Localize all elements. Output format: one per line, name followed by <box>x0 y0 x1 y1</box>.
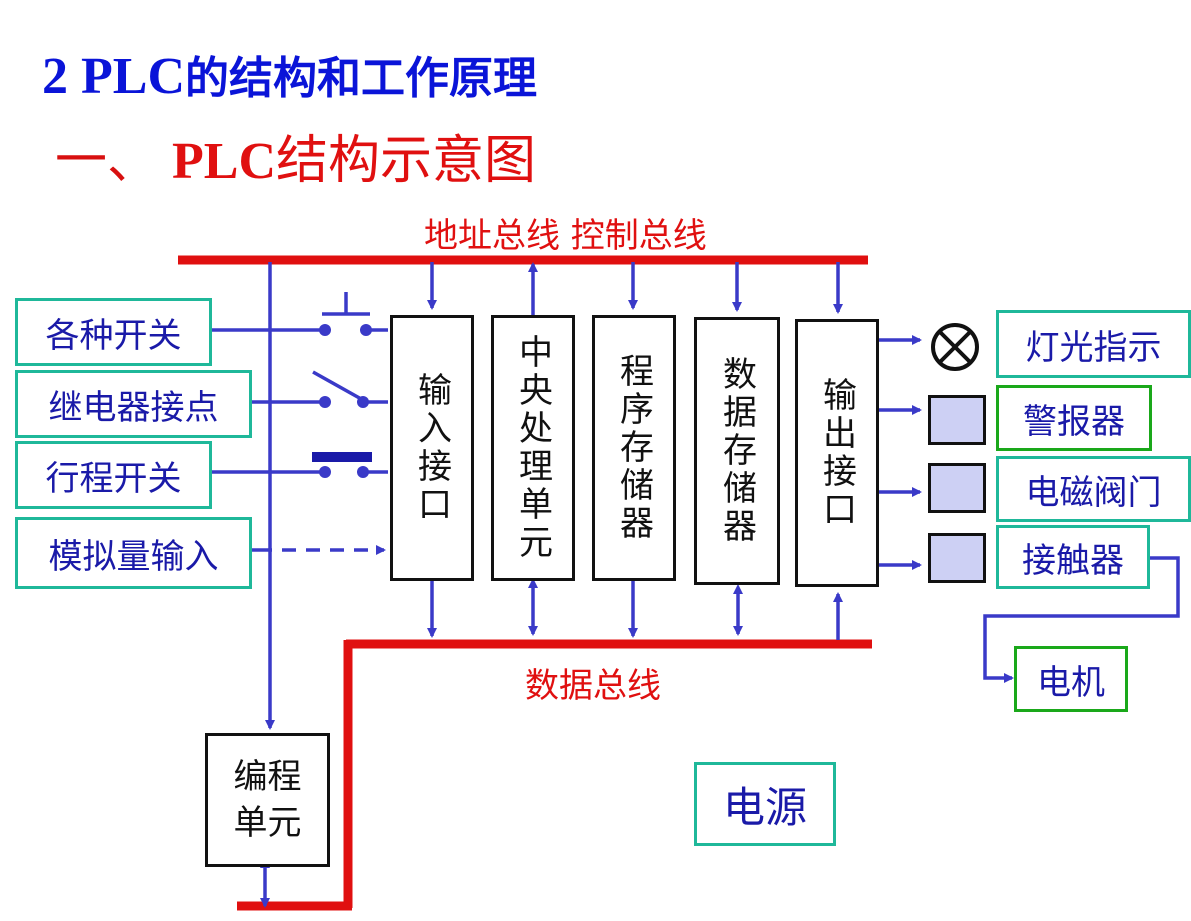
contactor-indicator <box>928 533 986 583</box>
lamp-symbol-icon <box>933 325 977 369</box>
module-data-memory: 数据存储器 <box>694 317 780 585</box>
power-supply-box: 电源 <box>694 762 836 846</box>
output-box-solenoid-valve: 电磁阀门 <box>996 456 1191 522</box>
motor-box: 电机 <box>1014 646 1128 712</box>
relay-contact-icon <box>313 372 388 408</box>
address-control-bus-label: 地址总线 控制总线 <box>424 208 707 257</box>
module-output-interface: 输出接口 <box>795 319 879 587</box>
push-button-switch-icon <box>319 292 388 336</box>
data-bus-label: 数据总线 <box>525 658 661 707</box>
limit-switch-icon <box>312 452 388 478</box>
module-cpu: 中央处理单元 <box>491 315 575 581</box>
input-box-relay-contact: 继电器接点 <box>15 370 252 438</box>
input-box-analog-input: 模拟量输入 <box>15 517 252 589</box>
output-box-light: 灯光指示 <box>996 310 1191 378</box>
valve-indicator <box>928 463 986 513</box>
module-input-interface: 输入接口 <box>390 315 474 581</box>
alarm-indicator <box>928 395 986 445</box>
programming-unit-box: 编程单元 <box>205 733 330 867</box>
output-box-contactor: 接触器 <box>996 525 1150 589</box>
module-program-memory: 程序存储器 <box>592 315 676 581</box>
input-box-switches: 各种开关 <box>15 298 212 366</box>
output-box-alarm: 警报器 <box>996 385 1152 451</box>
input-box-travel-switch: 行程开关 <box>15 441 212 509</box>
